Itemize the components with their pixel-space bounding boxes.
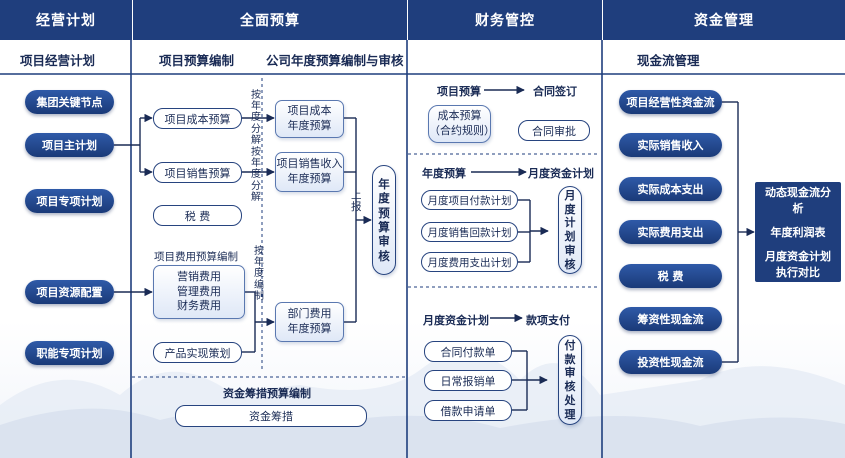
header-capital: 资金管理 (602, 0, 845, 40)
plan-item-functional[interactable]: 职能专项计划 (25, 341, 114, 365)
monthly-plan-review-card[interactable]: 月度计划审核 (558, 186, 582, 274)
header-plan: 经营计划 (0, 0, 132, 40)
cost-budget-contract-card[interactable]: 成本预算（合约规则） (428, 105, 495, 143)
contract-label: 合同签订 (533, 85, 577, 98)
expense-budget-label: 项目费用预算编制 (154, 251, 238, 263)
split-annual-text-1: 按年度分解 (251, 90, 261, 146)
funding-budget-label: 资金筹措预算编制 (223, 387, 311, 400)
fund-plan-label: 月度资金计划 (423, 314, 489, 327)
plan-item-resource[interactable]: 项目资源配置 (25, 280, 114, 304)
dept-budget-card[interactable]: 部门费用年度预算 (275, 302, 344, 342)
annual-cost-budget-card[interactable]: 项目成本年度预算 (275, 100, 344, 138)
expense-line: 管理费用 (177, 284, 221, 298)
capital-item-tax[interactable]: 税 费 (619, 264, 722, 288)
capital-item-actual-expense[interactable]: 实际费用支出 (619, 220, 722, 244)
product-plan-box[interactable]: 产品实现策划 (153, 342, 242, 363)
capital-item-operating-flow[interactable]: 项目经营性资金流 (619, 90, 722, 114)
contract-payment-form[interactable]: 合同付款单 (424, 341, 512, 362)
annual-review-card[interactable]: 年度预算审核 (372, 165, 396, 275)
cost-budget-box[interactable]: 项目成本预算 (153, 108, 242, 129)
monthly-plan-label: 月度资金计划 (528, 167, 594, 180)
project-budget-label: 项目预算 (437, 85, 481, 98)
result-monthly-comparison: 月度资金计划执行对比 (765, 250, 831, 279)
plan-item-master-plan[interactable]: 项目主计划 (25, 133, 114, 157)
report-up-text: 上报 (351, 189, 362, 213)
subheader-project-budget: 项目预算编制 (159, 53, 235, 68)
payment-review-card[interactable]: 付款审核处理 (558, 335, 582, 425)
subheader-annual-budget: 公司年度预算编制与审核 (266, 53, 404, 68)
payment-label: 款项支付 (526, 314, 570, 327)
split-annual-text-2: 按年度分解 (251, 147, 261, 203)
annual-budget-label: 年度预算 (422, 167, 466, 180)
loan-request-form[interactable]: 借款申请单 (424, 400, 512, 421)
sales-budget-box[interactable]: 项目销售预算 (153, 162, 242, 183)
capital-item-actual-sales[interactable]: 实际销售收入 (619, 133, 722, 157)
result-dynamic-cash-flow: 动态现金流分析 (765, 186, 831, 215)
monthly-sales-plan[interactable]: 月度销售回款计划 (421, 222, 518, 242)
expense-line: 营销费用 (177, 269, 221, 283)
analysis-results-box[interactable]: 动态现金流分析 年度利润表 月度资金计划执行对比 (755, 182, 841, 282)
expense-claim-form[interactable]: 日常报销单 (424, 370, 512, 391)
capital-item-investing-flow[interactable]: 投资性现金流 (619, 350, 722, 374)
header-finance: 财务管控 (407, 0, 602, 40)
plan-item-group-nodes[interactable]: 集团关键节点 (25, 90, 114, 114)
capital-item-financing-flow[interactable]: 筹资性现金流 (619, 307, 722, 331)
monthly-payment-plan[interactable]: 月度项目付款计划 (421, 190, 518, 210)
result-annual-profit: 年度利润表 (770, 226, 826, 239)
subheader-cash-flow: 现金流管理 (637, 53, 700, 68)
funding-box[interactable]: 资金筹措 (175, 405, 367, 427)
header-budget: 全面预算 (132, 0, 407, 40)
annual-compile-text: 按年度编制 (254, 246, 264, 302)
plan-item-special-plan[interactable]: 项目专项计划 (25, 189, 114, 213)
contract-approval-box[interactable]: 合同审批 (518, 120, 590, 141)
capital-item-actual-cost[interactable]: 实际成本支出 (619, 177, 722, 201)
subheader-project-plan: 项目经营计划 (20, 53, 96, 68)
expense-line: 财务费用 (177, 299, 221, 313)
expense-budget-box[interactable]: 营销费用 管理费用 财务费用 (153, 265, 245, 319)
annual-sales-budget-card[interactable]: 项目销售收入年度预算 (275, 152, 344, 192)
monthly-expense-plan[interactable]: 月度费用支出计划 (421, 252, 518, 272)
tax-budget-box[interactable]: 税 费 (153, 205, 242, 226)
